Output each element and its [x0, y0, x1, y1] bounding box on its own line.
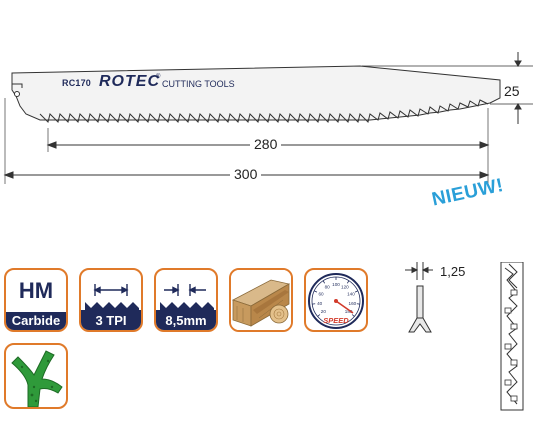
- pitch-label: 8,5mm: [165, 313, 207, 328]
- blade-drawing: [3, 52, 533, 184]
- branch-icon: [11, 350, 63, 407]
- gauge-tick: [354, 290, 358, 293]
- blade-edge-profile-icon: [500, 262, 524, 411]
- gauge-tick-label: 20: [321, 309, 327, 314]
- gauge-tick-label: 100: [332, 282, 340, 287]
- tooth-pitch-icon: [156, 284, 216, 330]
- tooth-set-icon: [81, 284, 141, 330]
- gauge-tick-label: 80: [325, 285, 331, 290]
- toothed-length-label: 280: [250, 136, 282, 152]
- tpi-label: 3 TPI: [95, 313, 127, 328]
- wood-icon: [231, 270, 291, 330]
- material-bottom-label: Carbide: [11, 313, 61, 328]
- thickness-label: 1,25: [440, 264, 466, 279]
- wood-tile: [229, 268, 293, 332]
- blade-model: RC170: [62, 78, 92, 88]
- blade-outline: [11, 65, 501, 121]
- gauge-tick-label: 40: [317, 301, 323, 306]
- gauge-tick: [351, 314, 355, 317]
- height-dimension: [362, 52, 533, 124]
- brand-tagline: CUTTING TOOLS: [162, 79, 235, 89]
- blade-teeth: [39, 99, 489, 123]
- gauge-tick-label: 60: [318, 292, 324, 297]
- gauge-tick-label: 160: [349, 301, 357, 306]
- branch-tile: [4, 343, 68, 409]
- gauge-tick-label: 120: [341, 285, 349, 290]
- brand-logo: ROTEC: [99, 73, 160, 90]
- height-label: 25: [504, 83, 533, 99]
- gauge-tick: [346, 280, 350, 284]
- blade-mount-hole: [14, 91, 20, 97]
- gauge-tick-label: 140: [347, 292, 355, 297]
- pitch-tile: 8,5mm: [154, 268, 218, 332]
- registered-mark: ®: [156, 74, 161, 80]
- material-top-label: HM: [18, 278, 54, 303]
- gauge-tick: [314, 290, 318, 293]
- speed-label: SPEED: [323, 316, 349, 325]
- gauge-tick: [317, 314, 321, 317]
- gauge-tick-label: 180: [345, 309, 353, 314]
- blade-thickness-icon: [405, 262, 433, 333]
- carbide-tile: HM Carbide: [4, 268, 68, 332]
- total-length-label: 300: [230, 166, 262, 182]
- gauge-tick: [322, 280, 326, 284]
- tpi-tile: 3 TPI: [79, 268, 143, 332]
